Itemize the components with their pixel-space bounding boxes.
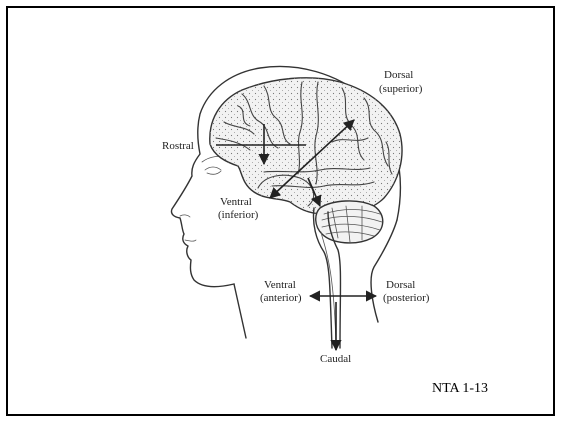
label-ventral-inferior-paren: (inferior) [218,209,259,221]
label-ventral-inferior: Ventral [220,196,252,208]
lips [185,240,196,241]
eye [205,167,221,174]
label-caudal: Caudal [320,353,351,365]
spinal-cord-center [321,232,336,348]
label-rostral: Rostral [162,140,194,152]
label-ventral-anterior-paren: (anterior) [260,292,302,304]
label-dorsal-superior: Dorsal [384,69,413,81]
label-dorsal-posterior-paren: (posterior) [383,292,430,304]
figure-reference: NTA 1-13 [432,381,488,396]
label-dorsal-posterior: Dorsal [386,279,415,291]
brain-orientation-diagram: Dorsal (superior) Rostral Ventral (infer… [8,8,557,418]
slide-frame: Dorsal (superior) Rostral Ventral (infer… [6,6,555,416]
nostril [180,215,190,217]
neck-front-outline [234,284,246,338]
label-dorsal-superior-paren: (superior) [379,83,423,95]
label-ventral-anterior: Ventral [264,279,296,291]
